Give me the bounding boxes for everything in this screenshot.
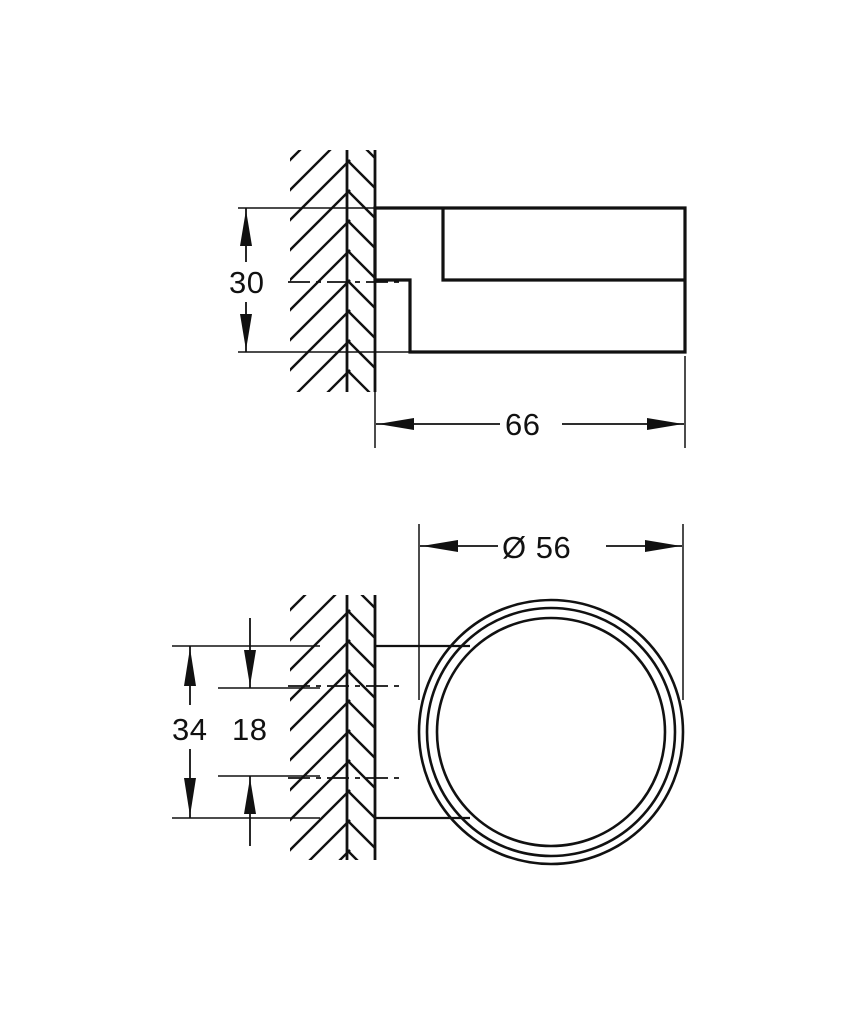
dimension-18: 18	[228, 618, 290, 846]
arrow-30-up	[240, 210, 252, 246]
wall-hatching-upper	[290, 150, 375, 392]
arrow-30-down	[240, 314, 252, 350]
dimension-label-34: 34	[172, 712, 207, 747]
ring-outer-circle	[417, 598, 685, 866]
ring-inner-circle	[435, 616, 667, 848]
label-bg-66	[500, 403, 562, 443]
lower-view-group: Ø 56 34 18	[168, 524, 685, 866]
dimension-66: 66	[376, 403, 684, 443]
dimension-30: 30	[226, 208, 286, 352]
arrow-34-up	[184, 648, 196, 686]
label-bg-34	[168, 705, 230, 749]
arrow-34-down	[184, 778, 196, 816]
dimension-label-56: Ø 56	[502, 530, 571, 565]
arrow-66-right	[647, 418, 683, 430]
bracket-inner-step-edge	[441, 208, 685, 282]
dimension-label-66: 66	[505, 407, 540, 442]
label-bg-56	[498, 525, 606, 567]
arrow-56-left	[422, 540, 458, 552]
wall-hatching-lower	[290, 595, 375, 860]
arrow-18-lower	[244, 778, 256, 814]
dimension-label-18: 18	[232, 712, 267, 747]
label-bg-30	[226, 262, 286, 302]
arrow-18-upper	[244, 650, 256, 686]
dimension-56: Ø 56	[420, 525, 682, 567]
dimension-label-30: 30	[229, 265, 264, 300]
arrow-56-right	[645, 540, 681, 552]
upper-view-group: 30 66	[226, 150, 687, 448]
arrow-66-left	[378, 418, 414, 430]
label-bg-18	[228, 705, 290, 749]
dimension-34: 34	[168, 646, 230, 818]
ring-middle-circle	[425, 606, 677, 858]
